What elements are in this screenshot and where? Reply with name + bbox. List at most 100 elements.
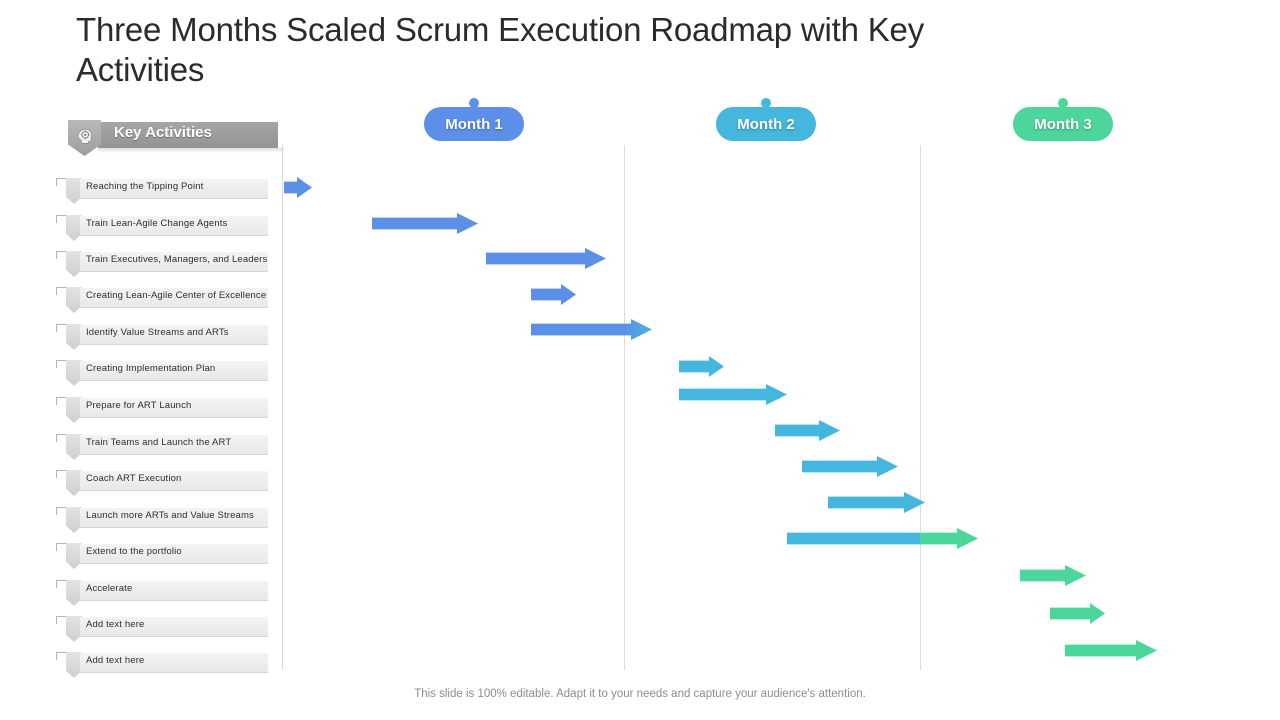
activity-row[interactable]: Coach ART Execution — [50, 470, 285, 496]
bar-fill — [284, 177, 312, 198]
row-corner-mark — [56, 178, 66, 186]
row-tab-icon — [66, 178, 82, 204]
bar-fill — [775, 420, 840, 441]
key-activities-header: Key Activities — [56, 120, 286, 156]
activity-label: Accelerate — [86, 583, 133, 594]
activity-row[interactable]: Accelerate — [50, 580, 285, 606]
activity-label: Coach ART Execution — [86, 473, 182, 484]
activity-label: Add text here — [86, 655, 145, 666]
row-corner-mark — [56, 251, 66, 259]
activity-label: Launch more ARTs and Value Streams — [86, 510, 254, 521]
row-tab-icon — [66, 652, 82, 678]
row-tab-icon — [66, 470, 82, 496]
activity-row[interactable]: Prepare for ART Launch — [50, 397, 285, 423]
bar-fill — [1050, 603, 1105, 624]
roadmap-bar[interactable] — [802, 456, 898, 477]
bar-fill — [679, 356, 724, 377]
roadmap-bar[interactable] — [1020, 565, 1086, 586]
row-corner-mark — [56, 215, 66, 223]
roadmap-bar[interactable] — [372, 213, 478, 234]
activity-row[interactable]: Add text here — [50, 652, 285, 678]
row-bar — [80, 361, 268, 381]
row-corner-mark — [56, 397, 66, 405]
row-corner-mark — [56, 543, 66, 551]
bar-fill — [486, 248, 606, 269]
activity-row[interactable]: Add text here — [50, 616, 285, 642]
activity-label: Train Lean-Agile Change Agents — [86, 218, 228, 229]
month-pill-1[interactable]: Month 1 — [424, 98, 524, 141]
row-bar — [80, 252, 268, 272]
roadmap-bar[interactable] — [1065, 640, 1157, 661]
row-bar — [80, 508, 268, 528]
month-pill-2[interactable]: Month 2 — [716, 98, 816, 141]
roadmap-bar[interactable] — [284, 177, 312, 198]
row-tab-icon — [66, 324, 82, 350]
row-corner-mark — [56, 616, 66, 624]
row-tab-icon — [66, 434, 82, 460]
row-corner-mark — [56, 652, 66, 660]
activity-row[interactable]: Creating Lean-Agile Center of Excellence — [50, 287, 285, 313]
head-with-gear-icon — [68, 120, 101, 156]
roadmap-bar[interactable] — [531, 284, 576, 305]
bar-fill — [531, 284, 576, 305]
row-corner-mark — [56, 287, 66, 295]
row-bar — [80, 288, 268, 308]
row-bar — [80, 398, 268, 418]
row-bar — [80, 325, 268, 345]
bar-fill — [828, 492, 925, 513]
row-bar — [80, 216, 268, 236]
month-pin-dot — [761, 98, 771, 108]
row-corner-mark — [56, 507, 66, 515]
activity-label: Reaching the Tipping Point — [86, 181, 204, 192]
roadmap-bar[interactable] — [531, 319, 652, 340]
activity-row[interactable]: Train Lean-Agile Change Agents — [50, 215, 285, 241]
roadmap-bar[interactable] — [828, 492, 925, 513]
month-label: Month 2 — [716, 107, 816, 141]
row-corner-mark — [56, 470, 66, 478]
bar-fill — [679, 384, 787, 405]
row-bar — [80, 581, 268, 601]
row-tab-icon — [66, 616, 82, 642]
month-divider-1 — [624, 145, 625, 670]
row-tab-icon — [66, 251, 82, 277]
activity-row[interactable]: Train Executives, Managers, and Leaders — [50, 251, 285, 277]
month-label: Month 3 — [1013, 107, 1113, 141]
row-bar — [80, 179, 268, 199]
row-bar — [80, 617, 268, 637]
footer-note: This slide is 100% editable. Adapt it to… — [414, 688, 866, 700]
row-tab-icon — [66, 507, 82, 533]
activity-row[interactable]: Launch more ARTs and Value Streams — [50, 507, 285, 533]
page-title: Three Months Scaled Scrum Execution Road… — [76, 11, 925, 88]
month-divider-2 — [920, 145, 921, 670]
activity-row[interactable]: Creating Implementation Plan — [50, 360, 285, 386]
month-pin-dot — [469, 98, 479, 108]
row-corner-mark — [56, 434, 66, 442]
bar-fill — [531, 319, 652, 340]
activity-label: Train Executives, Managers, and Leaders — [86, 254, 268, 265]
bar-fill — [1020, 565, 1086, 586]
roadmap-bar[interactable] — [679, 356, 724, 377]
activity-row[interactable]: Train Teams and Launch the ART — [50, 434, 285, 460]
activity-row[interactable]: Reaching the Tipping Point — [50, 178, 285, 204]
activity-label: Identify Value Streams and ARTs — [86, 327, 229, 338]
row-tab-icon — [66, 287, 82, 313]
bar-fill — [372, 213, 478, 234]
row-corner-mark — [56, 580, 66, 588]
row-bar — [80, 544, 268, 564]
roadmap-bar[interactable] — [486, 248, 606, 269]
row-tab-icon — [66, 360, 82, 386]
row-tab-icon — [66, 580, 82, 606]
bar-fill — [802, 456, 898, 477]
activity-label: Add text here — [86, 619, 145, 630]
roadmap-bar[interactable] — [1050, 603, 1105, 624]
activity-row[interactable]: Extend to the portfolio — [50, 543, 285, 569]
row-bar — [80, 653, 268, 673]
roadmap-bar[interactable] — [775, 420, 840, 441]
row-tab-icon — [66, 397, 82, 423]
sidebar-divider — [282, 145, 283, 670]
roadmap-bar[interactable] — [679, 384, 787, 405]
roadmap-bar[interactable] — [787, 528, 978, 549]
activity-row[interactable]: Identify Value Streams and ARTs — [50, 324, 285, 350]
key-activities-title: Key Activities — [114, 124, 212, 141]
month-pill-3[interactable]: Month 3 — [1013, 98, 1113, 141]
